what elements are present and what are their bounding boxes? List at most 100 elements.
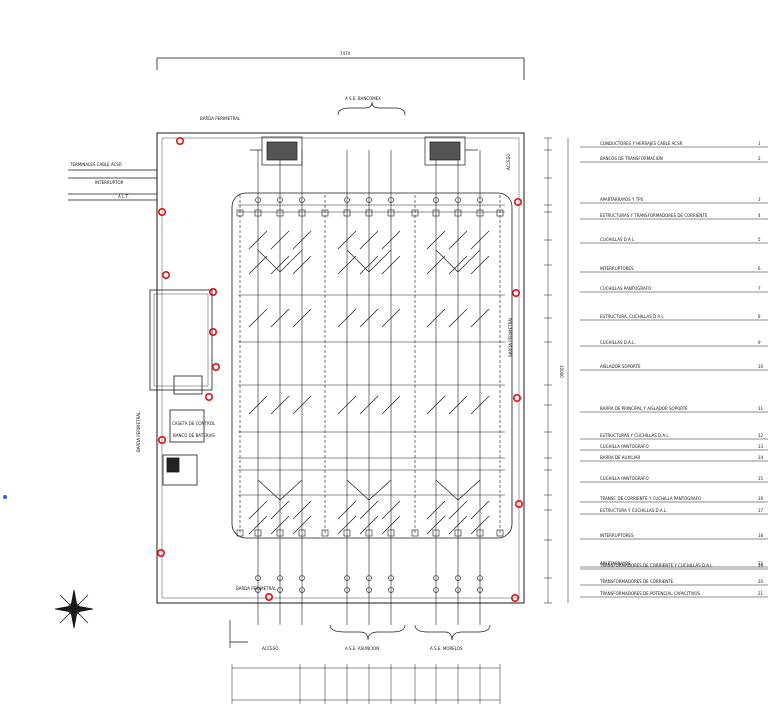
switch-blade (248, 515, 268, 535)
support-structure (254, 529, 262, 537)
switch-blade (470, 515, 490, 535)
bottom-right-label: A S.E. MORELOS (430, 646, 463, 651)
control-building (149, 289, 213, 486)
inner-roadway (231, 192, 513, 539)
switch-blade (381, 500, 401, 520)
instrument-transformer (366, 575, 372, 581)
north-arrow-icon (54, 589, 94, 629)
switch-blade (470, 255, 490, 275)
switch-blade (470, 395, 490, 415)
legend-number: 22 (758, 561, 764, 566)
grounding-marker (209, 287, 218, 296)
switch-blade (270, 255, 290, 275)
switch-blade (448, 255, 468, 275)
legend-text: INTERRUPTORES (600, 266, 634, 271)
instrument-transformer (433, 197, 439, 203)
switch-blade (337, 515, 357, 535)
legend-number: 17 (758, 508, 764, 513)
support-structure (365, 209, 373, 217)
legend-number: 15 (758, 476, 764, 481)
instrument-transformer (299, 587, 305, 593)
support-structure (276, 529, 284, 537)
bottom-dimensions (231, 664, 501, 704)
switch-blade (359, 500, 379, 520)
bottom-center-label: A S.E. ASUNCION (345, 646, 379, 651)
bus-connection (435, 479, 481, 501)
legend-text: TRANSFORMADORES DE CORRIENTE Y CUCHILLAS… (599, 563, 714, 568)
support-structure (411, 209, 419, 217)
legend-text: ESTRUCTURAS Y TRANSFORMADORES DE CORRIEN… (600, 213, 708, 218)
support-structure (276, 209, 284, 217)
legend-text: INTERRUPTORES (600, 533, 634, 538)
grounding-marker (176, 137, 185, 146)
support-structure (343, 529, 351, 537)
legend-text: ESTRUCTURA Y CUCHILLAS D.A.L. (600, 508, 667, 513)
instrument-transformer (477, 575, 483, 581)
switch-blade (448, 230, 468, 250)
legend-number: 21 (758, 591, 764, 596)
switch-blade (292, 395, 312, 415)
top-arrow-brace (337, 101, 406, 116)
switch-blade (292, 308, 312, 328)
left-bus-label-3: A L.T. (118, 194, 129, 199)
bus-connection (346, 249, 392, 273)
instrument-transformer (388, 575, 394, 581)
instrument-transformer (344, 575, 350, 581)
legend-text: CUCHILLA PANTOGRAFO (600, 476, 649, 481)
legend-number: 5 (758, 237, 761, 242)
legend-text: TRANSF. DE CORRIENTE Y CUCHILLA PANTOGRA… (599, 496, 701, 501)
support-structure (432, 529, 440, 537)
switch-blade (270, 500, 290, 520)
switch-blade (470, 500, 490, 520)
switch-blade (292, 255, 312, 275)
legend-text: BARRA DE AUXILIAR (600, 455, 640, 460)
legend-number: 1 (758, 141, 761, 146)
instrument-transformer (277, 587, 283, 593)
legend-number: 11 (758, 406, 764, 411)
support-structure (432, 209, 440, 217)
instrument-transformer (455, 575, 461, 581)
switch-blade (381, 230, 401, 250)
legend-text: CUCHILLAS D.A.L. (600, 340, 636, 345)
switch-blade (426, 308, 446, 328)
legend-text: CUCHILLA PANTOGRAFO (600, 444, 649, 449)
bus-connection (257, 249, 303, 273)
instrument-transformer (477, 587, 483, 593)
switch-blade (248, 255, 268, 275)
instrument-transformer (255, 587, 261, 593)
banco-label: BANCO DE BATERIAS (173, 433, 215, 438)
legend-text: CONDUCTORES Y HERRAJES CABLE ACSR (600, 141, 683, 146)
switch-blade (337, 308, 357, 328)
switch-blade (381, 308, 401, 328)
top-dimension (156, 57, 525, 80)
instrument-transformer (344, 587, 350, 593)
switch-blade (248, 395, 268, 415)
bus-connection (346, 479, 392, 501)
switch-blade (359, 255, 379, 275)
instrument-transformer (366, 197, 372, 203)
left-bus-label-1: TERMINALES CABLE ACSR (69, 162, 122, 167)
left-entry-lines (68, 169, 157, 201)
top-arrow-label: A S.E. BANCOMEX (345, 96, 381, 101)
left-bus-label-2: INTERRUPTOR (95, 180, 124, 185)
instrument-transformer (477, 197, 483, 203)
instrument-transformer (455, 197, 461, 203)
legend-text: BARRA DE PRINCIPAL Y AISLADOR SOPORTE (600, 406, 688, 411)
legend-text: APARTARRAYOS Y TPS (600, 197, 644, 202)
legend-text: AISLADOR SOPORTE (600, 364, 641, 369)
switch-blade (337, 500, 357, 520)
switch-blade (248, 500, 268, 520)
bays (236, 150, 504, 625)
grounding-marker (212, 362, 221, 371)
switch-blade (470, 230, 490, 250)
switch-blade (426, 515, 446, 535)
switch-blade (381, 515, 401, 535)
legend-number: 8 (758, 314, 761, 319)
switch-blade (337, 230, 357, 250)
switch-blade (270, 308, 290, 328)
switch-blade (337, 255, 357, 275)
instrument-transformer (388, 587, 394, 593)
legend-number: 9 (758, 340, 761, 345)
